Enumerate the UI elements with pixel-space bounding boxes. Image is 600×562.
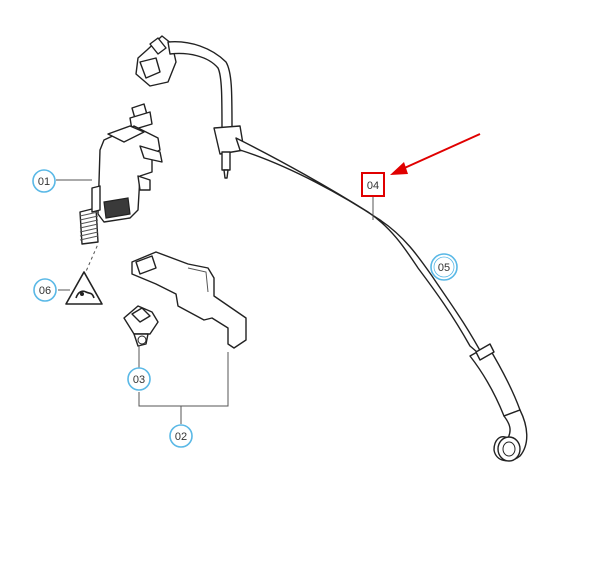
hose-upper-tube xyxy=(167,40,233,133)
leader-06-dash xyxy=(83,243,99,277)
callout-03: 03 xyxy=(127,367,151,391)
bracket xyxy=(131,251,247,349)
callout-06-label: 06 xyxy=(39,285,51,297)
callout-01-label: 01 xyxy=(38,176,50,188)
callout-01: 01 xyxy=(32,169,56,193)
hose-main-tube xyxy=(235,137,485,359)
valve-spring xyxy=(79,185,101,245)
red-arrow-icon xyxy=(390,133,481,175)
callout-05-label: 05 xyxy=(438,262,450,274)
hose-junction xyxy=(213,125,245,179)
callout-05: 05 xyxy=(430,253,458,281)
callout-02: 02 xyxy=(169,424,193,448)
highlight-box xyxy=(361,172,385,197)
callout-02-label: 02 xyxy=(175,431,187,443)
clip xyxy=(123,305,159,347)
hose-connector xyxy=(135,35,177,87)
valve-assembly xyxy=(79,103,163,245)
callout-03-label: 03 xyxy=(133,374,145,386)
leader-02 xyxy=(138,352,229,424)
callout-04: 04 xyxy=(361,172,385,197)
warning-triangle-icon xyxy=(65,271,103,305)
callout-04-label: 04 xyxy=(367,180,379,192)
hose-pipe xyxy=(135,35,528,462)
callout-06: 06 xyxy=(33,278,57,302)
